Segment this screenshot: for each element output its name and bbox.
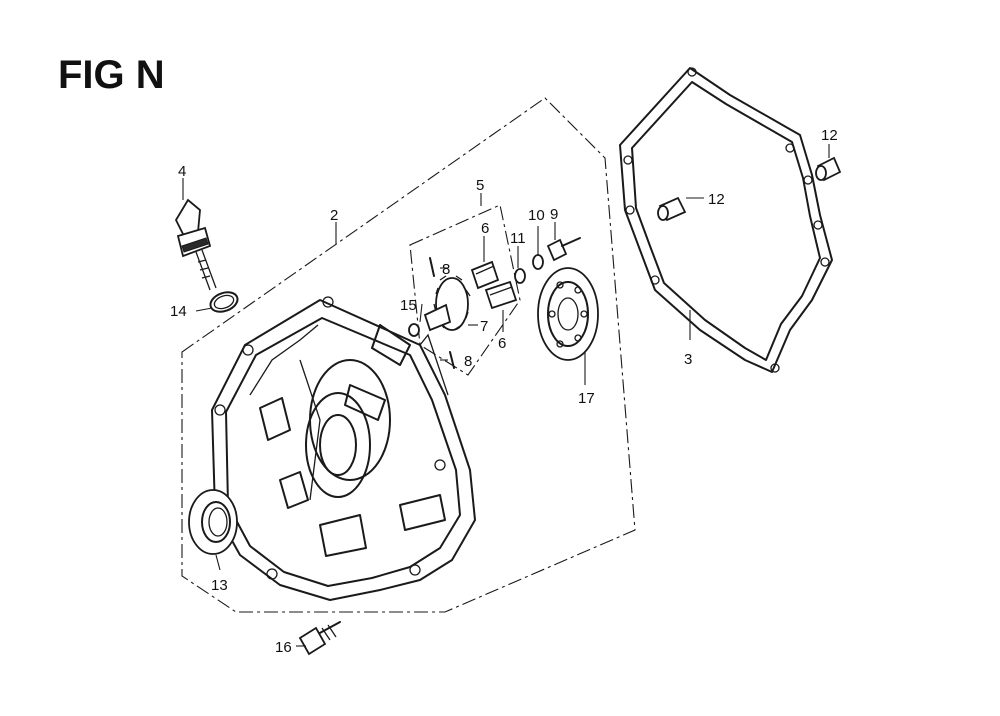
callout-6-upper: 6 (481, 220, 489, 237)
callout-12-inner: 12 (708, 191, 725, 208)
callout-7: 7 (480, 318, 488, 335)
callout-4: 4 (178, 163, 186, 180)
callout-15: 15 (400, 297, 417, 314)
callout-8-lower: 8 (464, 353, 472, 370)
callout-2: 2 (330, 207, 338, 224)
washer-10 (532, 254, 544, 270)
callout-3: 3 (684, 351, 692, 368)
callout-5: 5 (476, 177, 484, 194)
callout-11: 11 (510, 230, 526, 247)
oil-pump-gear (408, 275, 471, 337)
flange-bolt (298, 621, 341, 656)
oil-seal (188, 489, 238, 555)
oil-pump-rotor-outer (484, 280, 518, 310)
assembly-boundary-outer (181, 97, 636, 613)
callout-14: 14 (170, 303, 187, 320)
leader-lines (182, 144, 830, 647)
callout-12-outer: 12 (821, 127, 838, 144)
figure-title: FIG N (58, 53, 165, 97)
dowel-pin-outer (815, 156, 842, 182)
callout-9: 9 (550, 206, 558, 223)
callout-8-upper: 8 (442, 261, 450, 278)
callout-6-lower: 6 (498, 335, 506, 352)
pin-lower (449, 351, 455, 369)
washer-11 (514, 268, 526, 284)
callout-16: 16 (275, 639, 292, 656)
oil-pump-rotor-inner (470, 260, 500, 290)
dowel-pin-inner (657, 196, 687, 222)
crankcase-side-cover (211, 296, 476, 601)
oil-filler-cap (174, 198, 217, 291)
o-ring (209, 291, 239, 313)
pump-bolt (546, 237, 581, 262)
pin-upper (429, 257, 435, 277)
callout-13: 13 (211, 577, 228, 594)
crankcase-gasket (619, 67, 833, 373)
callout-17: 17 (578, 390, 595, 407)
ball-bearing (537, 267, 599, 361)
callout-10: 10 (528, 207, 545, 224)
